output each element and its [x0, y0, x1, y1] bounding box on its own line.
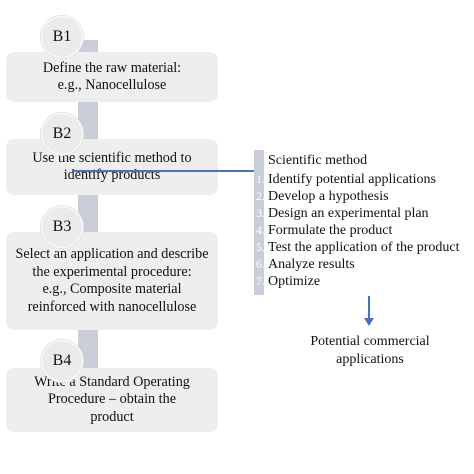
stage-b3-line-1: Select an application and describe [15, 246, 209, 262]
scientific-method-step: 1.Identify potential applications [256, 171, 459, 188]
step-text: Develop a hypothesis [268, 189, 389, 204]
stage-b4-box: Write a Standard Operating Procedure – o… [6, 368, 218, 432]
stage-b2-box: Use the scientific method to identify pr… [6, 139, 218, 195]
scientific-method-list: 1.Identify potential applications 2.Deve… [256, 171, 459, 290]
stage-b2-badge: B2 [41, 113, 83, 155]
stage-b4-line-3: product [90, 408, 134, 425]
stage-b3-box: Select an application and describe the e… [6, 232, 218, 330]
scientific-method-step: 2.Develop a hypothesis [256, 188, 459, 205]
stage-b2-line-1: Use the scientific method to [32, 149, 192, 166]
stage-b4-label: B4 [52, 352, 72, 369]
stage-b4-line-2: Procedure – obtain the [47, 391, 177, 408]
stage-b3-label: B3 [52, 218, 72, 235]
step-text: Identify potential applications [268, 172, 436, 187]
step-text: Formulate the product [268, 223, 393, 238]
step-number: 7. [256, 274, 265, 288]
step-text: Design an experimental plan [268, 206, 429, 221]
scientific-method-step: 3.Design an experimental plan [256, 205, 459, 222]
step-number: 2. [256, 189, 265, 203]
stage-b3-badge: B3 [41, 206, 83, 248]
scientific-method-step: 4.Formulate the product [256, 222, 459, 239]
step-number: 1. [256, 172, 265, 186]
scientific-method-step: 7.Optimize [256, 273, 459, 290]
stage-b1-badge: B1 [41, 16, 83, 58]
step-number: 4. [256, 223, 265, 237]
stage-b1-line-2: e.g., Nanocellulose [57, 77, 167, 93]
step-text: Test the application of the product [268, 240, 460, 255]
result-line-2: applications [336, 352, 404, 367]
down-arrow-icon [364, 318, 374, 326]
stage-b3-line-4: reinforced with nanocellulose [27, 298, 197, 315]
stage-b4-badge: B4 [41, 340, 83, 382]
scientific-method-title: Scientific method [268, 153, 368, 168]
result-line-1: Potential commercial [310, 334, 430, 349]
stage-b3-line-3: e.g., Composite material [42, 281, 182, 297]
stage-b1-box: Define the raw material: e.g., Nanocellu… [6, 52, 218, 102]
stage-b1-line-1: Define the raw material: [42, 59, 182, 76]
scientific-method-step: 5.Test the application of the product [256, 239, 459, 256]
down-arrow-line [368, 296, 370, 320]
connector-line [72, 170, 264, 172]
step-text: Analyze results [268, 257, 355, 272]
stage-b1-label: B1 [52, 28, 72, 45]
step-number: 5. [256, 240, 265, 254]
step-number: 6. [256, 257, 265, 271]
scientific-method-bar [254, 150, 264, 295]
step-number: 3. [256, 206, 265, 220]
stage-b2-label: B2 [52, 125, 72, 142]
result-text: Potential commercial applications [290, 333, 450, 369]
step-text: Optimize [268, 274, 321, 289]
stage-b3-line-2: the experimental procedure: [32, 263, 192, 280]
scientific-method-step: 6.Analyze results [256, 256, 459, 273]
